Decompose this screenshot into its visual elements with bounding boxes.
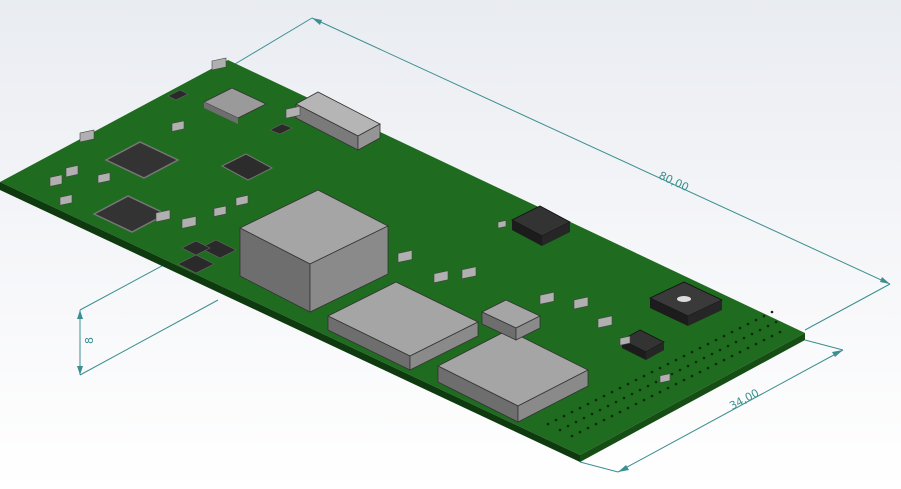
dpak-chip[interactable] [220,153,274,181]
arrowhead [77,310,83,319]
width-extension-line-top [804,339,844,351]
ic-marker-icon [677,296,691,302]
length-dimension-line [311,17,891,285]
arrowhead [880,277,890,284]
dimension-arrows [77,18,890,472]
arrowhead [618,465,629,472]
length-dimension-label[interactable]: 80,00 [657,169,691,194]
medium-gray-block-2[interactable] [437,329,589,423]
block-side [409,321,479,371]
large-gray-block[interactable] [239,189,389,313]
width-extension-line-bottom [579,461,619,473]
black-ic-small[interactable] [621,329,665,360]
connector[interactable] [295,91,381,151]
block-side [309,225,389,313]
height-extension-line-bottom [79,299,219,376]
width-dimension-label[interactable]: 34,00 [727,386,761,412]
black-ic-right[interactable] [649,281,723,326]
small-gray-block[interactable] [481,299,541,341]
width-dimension-line [617,349,844,473]
arrowhead [77,366,83,375]
via-grid [546,310,782,438]
gray-chip-top[interactable] [203,87,267,124]
black-ic-large[interactable] [511,205,571,246]
pcb-side-edge [580,333,805,462]
block-side [517,369,589,423]
arrowhead [312,18,322,25]
length-extension-line-right [804,283,891,331]
arrowhead [832,350,843,357]
passive-components [49,57,671,384]
height-dimension-label[interactable]: 8 [83,337,96,344]
pcb-front-edge [0,182,580,462]
small-dark-components [167,89,293,274]
dimension-lines [79,17,891,473]
qfp-chip-1[interactable] [104,141,180,179]
medium-gray-block[interactable] [327,281,479,371]
length-extension-line-left [234,17,313,65]
